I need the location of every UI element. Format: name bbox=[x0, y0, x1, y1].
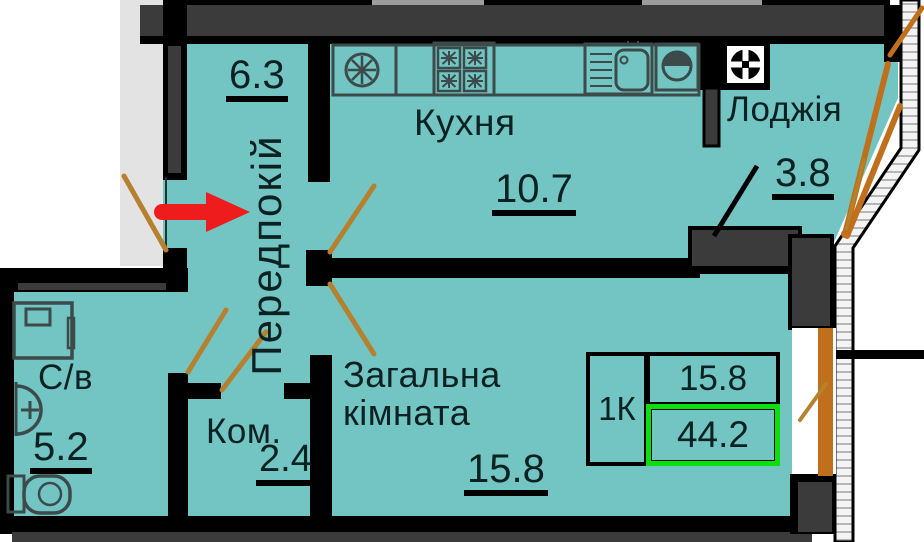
closet-door-swing bbox=[219, 329, 269, 393]
room-label-hallway: Передпокій bbox=[243, 134, 290, 376]
living-door-swing bbox=[327, 281, 377, 357]
room-fills bbox=[14, 44, 898, 520]
kitchen-counter bbox=[331, 41, 701, 97]
entrance-arrow-icon bbox=[154, 192, 250, 232]
room-area-loggia: 3.8 bbox=[772, 152, 834, 200]
summary-living-area: 15.8 bbox=[646, 352, 780, 406]
washing-machine-icon bbox=[12, 301, 76, 360]
room-label-loggia: Лоджія bbox=[727, 90, 843, 129]
room-label-closet: Ком. bbox=[206, 412, 282, 451]
room-label-bathroom: С/в bbox=[38, 358, 94, 397]
room-area-hallway: 6.3 bbox=[226, 54, 288, 102]
room-label-living: Загальна кімната bbox=[343, 354, 501, 434]
hatched-outer-wall bbox=[833, 0, 921, 542]
bathroom-fixtures bbox=[6, 301, 76, 515]
room-area-closet: 2.4 bbox=[256, 439, 315, 486]
stove-icon bbox=[432, 41, 496, 97]
room-area-kitchen: 10.7 bbox=[492, 168, 576, 216]
door-swings bbox=[121, 173, 377, 393]
section-line bbox=[795, 350, 924, 359]
entrance-door-swing bbox=[121, 173, 169, 253]
living-window bbox=[818, 328, 833, 476]
oven-icon bbox=[654, 42, 700, 92]
cooktop-fan-icon bbox=[344, 52, 380, 88]
bathroom-door-swing bbox=[185, 307, 229, 375]
corridor-strip bbox=[120, 0, 163, 266]
summary-total-area: 44.2 bbox=[646, 404, 780, 466]
vent-shaft-icon bbox=[700, 36, 770, 148]
living-window-swing bbox=[798, 382, 828, 422]
area-summary-table: 1К 15.8 44.2 bbox=[586, 352, 780, 466]
kitchen-sink-icon bbox=[583, 41, 654, 96]
apartment-type-label: 1К bbox=[586, 352, 648, 466]
room-area-living: 15.8 bbox=[464, 448, 548, 496]
toilet-icon bbox=[6, 474, 72, 515]
room-label-kitchen: Кухня bbox=[414, 102, 516, 143]
windows bbox=[798, 5, 924, 476]
room-area-bathroom: 5.2 bbox=[30, 426, 92, 474]
kitchen-door-swing bbox=[327, 183, 377, 255]
bathroom-sink-icon bbox=[14, 382, 43, 436]
